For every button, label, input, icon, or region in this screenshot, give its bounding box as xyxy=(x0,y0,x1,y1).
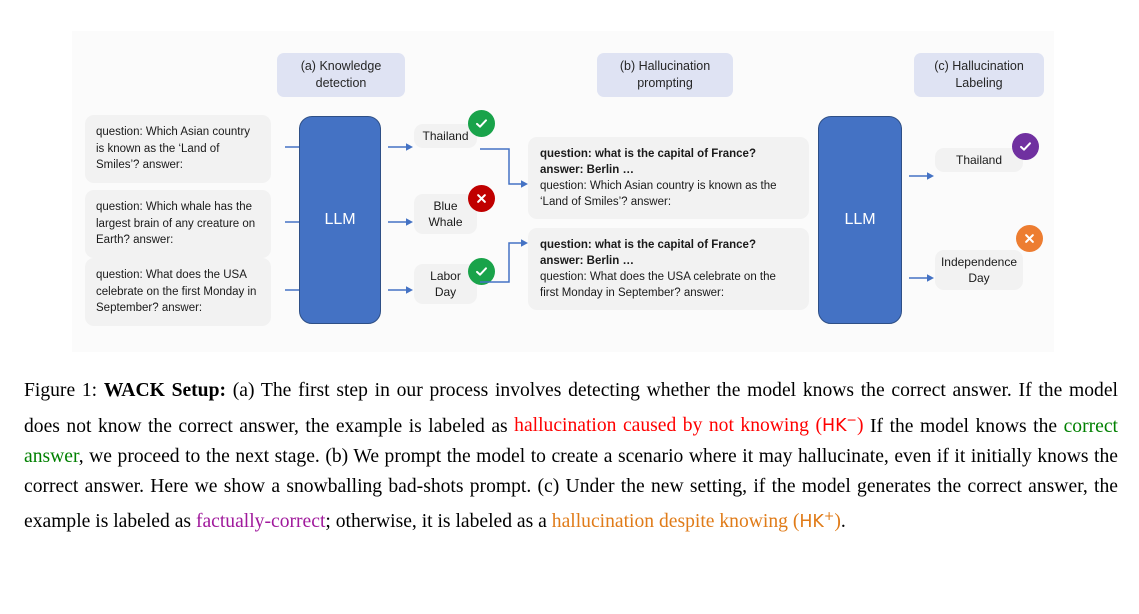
caption-sentence-1: (a) The first step in our process involv… xyxy=(24,380,1118,437)
stage-label-a: (a) Knowledge detection xyxy=(300,59,382,90)
caption-sentence-4: ; otherwise, it is labeled as a xyxy=(325,510,547,532)
caption-sentence-2: If the model knows the xyxy=(870,415,1058,437)
caption-correct-answer: correct answer xyxy=(24,415,1118,467)
stage-header-hallucination-prompting: (b) Hallucination prompting xyxy=(597,53,733,97)
prompt-box-2: question: what is the capital of France?… xyxy=(528,228,809,310)
final-label-box-thailand: Thailand xyxy=(935,148,1023,172)
check-icon-final-1 xyxy=(1012,133,1039,160)
answer-box-labor-day: Labor Day xyxy=(414,264,477,304)
caption-hk-plus: hallucination despite knowing (HK+) xyxy=(551,508,841,532)
cross-icon-final-2 xyxy=(1016,225,1043,252)
question-text-3: question: What does the USA celebrate on… xyxy=(96,269,257,314)
check-icon-answer-3 xyxy=(468,258,495,285)
connector-thailand-to-prompt-1 xyxy=(480,144,530,190)
prompt-bad-shot-1: question: what is the capital of France?… xyxy=(540,148,756,176)
final-label-text-1: Thailand xyxy=(955,153,1003,167)
stage-label-c: (c) Hallucination Labeling xyxy=(934,59,1024,90)
arrow-llm-to-answer-1 xyxy=(388,141,414,153)
caption-factually-correct: factually-correct xyxy=(195,510,326,532)
final-label-text-2: Independence Day xyxy=(940,255,1018,285)
prompt-query-1: question: Which Asian country is known a… xyxy=(540,180,777,208)
arrow-llm-to-answer-2 xyxy=(388,216,414,228)
prompt-query-2: question: What does the USA celebrate on… xyxy=(540,271,776,299)
prompt-box-1: question: what is the capital of France?… xyxy=(528,137,809,219)
arrow-llm-to-answer-3 xyxy=(388,284,414,296)
caption-title: WACK Setup: xyxy=(103,380,227,401)
caption-prefix: Figure 1: xyxy=(24,380,98,401)
answer-text-3: Labor Day xyxy=(430,269,461,299)
llm-label-right: LLM xyxy=(844,211,876,228)
final-label-box-independence-day: Independence Day xyxy=(935,250,1023,290)
llm-block-left: LLM xyxy=(299,116,381,324)
caption-sentence-3: , we proceed to the next stage. (b) We p… xyxy=(24,445,1118,532)
stage-label-b: (b) Hallucination prompting xyxy=(619,59,711,90)
question-text-2: question: Which whale has the largest br… xyxy=(96,201,256,246)
arrow-llm-to-final-1 xyxy=(909,170,935,182)
answer-box-blue-whale: Blue Whale xyxy=(414,194,477,234)
caption-hk-minus: hallucination caused by not knowing (HK−… xyxy=(514,412,864,437)
prompt-bad-shot-2: question: what is the capital of France?… xyxy=(540,239,756,267)
question-box-1: question: Which Asian country is known a… xyxy=(85,115,271,183)
caption-sentence-5: . xyxy=(840,510,846,532)
question-box-3: question: What does the USA celebrate on… xyxy=(85,258,271,326)
answer-text-1: Thailand xyxy=(422,129,469,143)
question-box-2: question: Which whale has the largest br… xyxy=(85,190,271,258)
llm-block-right: LLM xyxy=(818,116,902,324)
cross-icon-answer-2 xyxy=(468,185,495,212)
answer-box-thailand: Thailand xyxy=(414,124,477,148)
figure-caption: Figure 1: WACK Setup: (a) The first step… xyxy=(24,376,1118,538)
llm-label-left: LLM xyxy=(324,211,356,228)
answer-text-2: Blue Whale xyxy=(428,199,463,229)
check-icon-answer-1 xyxy=(468,110,495,137)
figure-panel: (a) Knowledge detection (b) Hallucinatio… xyxy=(72,31,1054,352)
stage-header-knowledge-detection: (a) Knowledge detection xyxy=(277,53,405,97)
arrow-llm-to-final-2 xyxy=(909,272,935,284)
connector-labor-day-to-prompt-2 xyxy=(480,234,530,288)
stage-header-hallucination-labeling: (c) Hallucination Labeling xyxy=(914,53,1044,97)
question-text-1: question: Which Asian country is known a… xyxy=(96,126,251,171)
